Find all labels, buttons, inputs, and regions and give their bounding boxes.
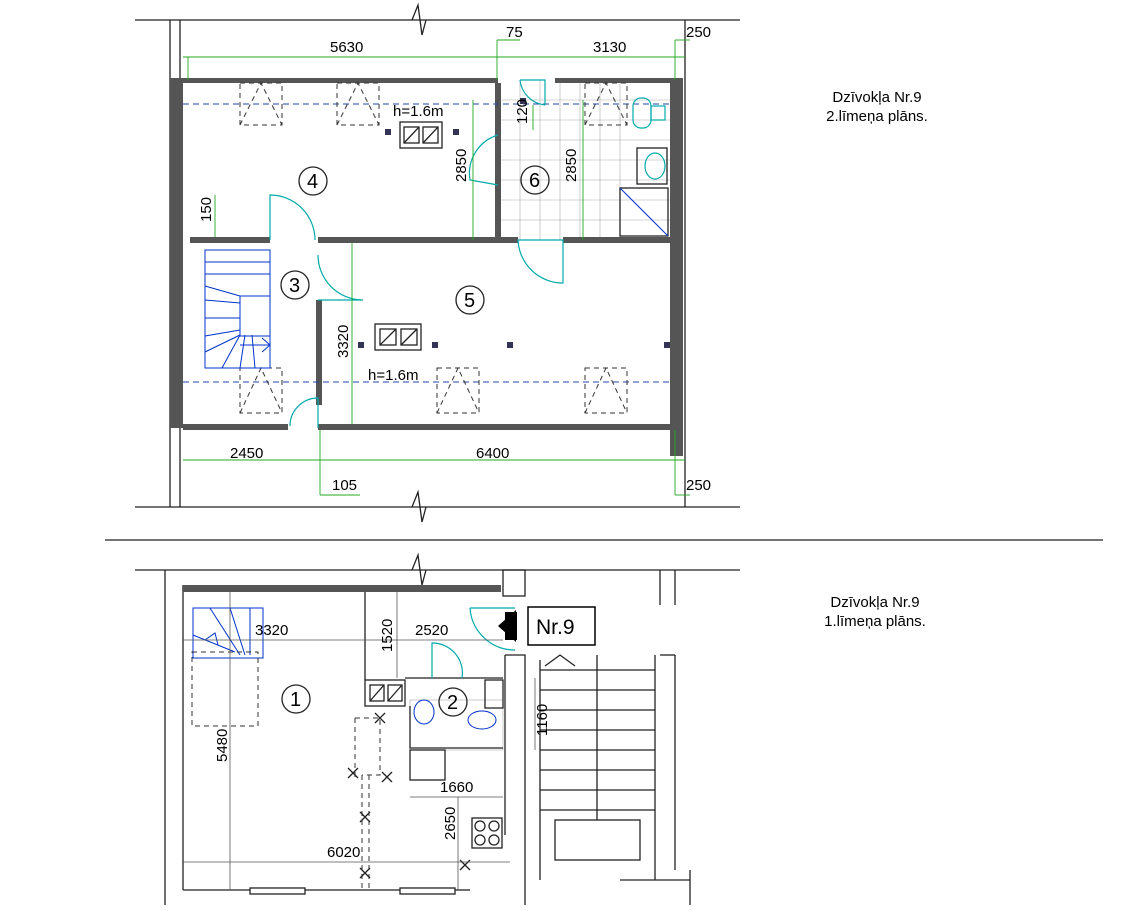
ceiling-height-label: h=1.6m (393, 103, 443, 120)
dim-2650: 2650 (442, 807, 459, 840)
exterior-wall-right (670, 78, 683, 456)
plan-title-line2: 2.līmeņa plāns. (826, 108, 928, 125)
plan-title-line2: 1.līmeņa plāns. (824, 613, 926, 630)
staircase (192, 607, 264, 659)
wall (183, 585, 501, 592)
apartment-tag-box (527, 606, 596, 646)
room-number-3: 3 (289, 275, 300, 297)
dim-2450: 2450 (230, 445, 263, 462)
room-number-2: 2 (447, 692, 458, 714)
dim-250-bottom: 250 (686, 477, 711, 494)
dim-120: 120 (514, 99, 531, 124)
dim-1520: 1520 (379, 619, 396, 652)
upper-plan-title: Dzīvokļa Nr.9 2.līmeņa plāns. (787, 88, 967, 126)
dim-75: 75 (506, 24, 523, 41)
wall (183, 78, 498, 83)
room-number-4: 4 (307, 171, 318, 193)
ceiling-height-label: h=1.6m (368, 367, 418, 384)
dim-5480: 5480 (214, 729, 231, 762)
dim-250-top: 250 (686, 24, 711, 41)
break-symbol (411, 552, 427, 586)
dim-3320: 3320 (255, 622, 288, 639)
room-number-1: 1 (290, 689, 301, 711)
building-staircase (539, 570, 691, 905)
dimension-lines (183, 39, 690, 496)
dim-2850-room4: 2850 (453, 149, 470, 182)
dim-2850-room6: 2850 (563, 149, 580, 182)
dim-1660: 1660 (440, 779, 473, 796)
break-symbol (411, 2, 427, 36)
dim-105: 105 (332, 477, 357, 494)
plan-title-line1: Dzīvokļa Nr.9 (832, 89, 922, 106)
apartment-tag: Nr.9 (536, 616, 575, 639)
dim-5630: 5630 (330, 39, 363, 56)
dimension-lines (183, 592, 536, 890)
doors (269, 79, 564, 428)
lower-plan-title: Dzīvokļa Nr.9 1.līmeņa plāns. (785, 593, 965, 631)
dim-1160: 1160 (534, 704, 551, 736)
dim-150: 150 (198, 197, 215, 222)
room-number-5: 5 (464, 290, 475, 312)
plan-title-line1: Dzīvokļa Nr.9 (830, 594, 920, 611)
upper-plan: 5630 75 3130 250 2850 2850 120 150 3320 … (135, 2, 740, 523)
room-number-6: 6 (529, 170, 540, 192)
exterior-wall-left (170, 78, 183, 428)
lower-plan: 3320 1520 2520 5480 1160 1660 2650 6020 … (135, 552, 740, 905)
bathroom-fixtures (619, 97, 669, 237)
dim-3130: 3130 (593, 39, 626, 56)
dim-2520: 2520 (415, 622, 448, 639)
dim-6400: 6400 (476, 445, 509, 462)
staircase (204, 249, 271, 369)
dim-3320: 3320 (335, 325, 352, 358)
break-symbol (411, 489, 427, 523)
dim-6020: 6020 (327, 844, 360, 861)
ventilation-shaft (399, 121, 443, 149)
ventilation-shaft (374, 323, 422, 351)
